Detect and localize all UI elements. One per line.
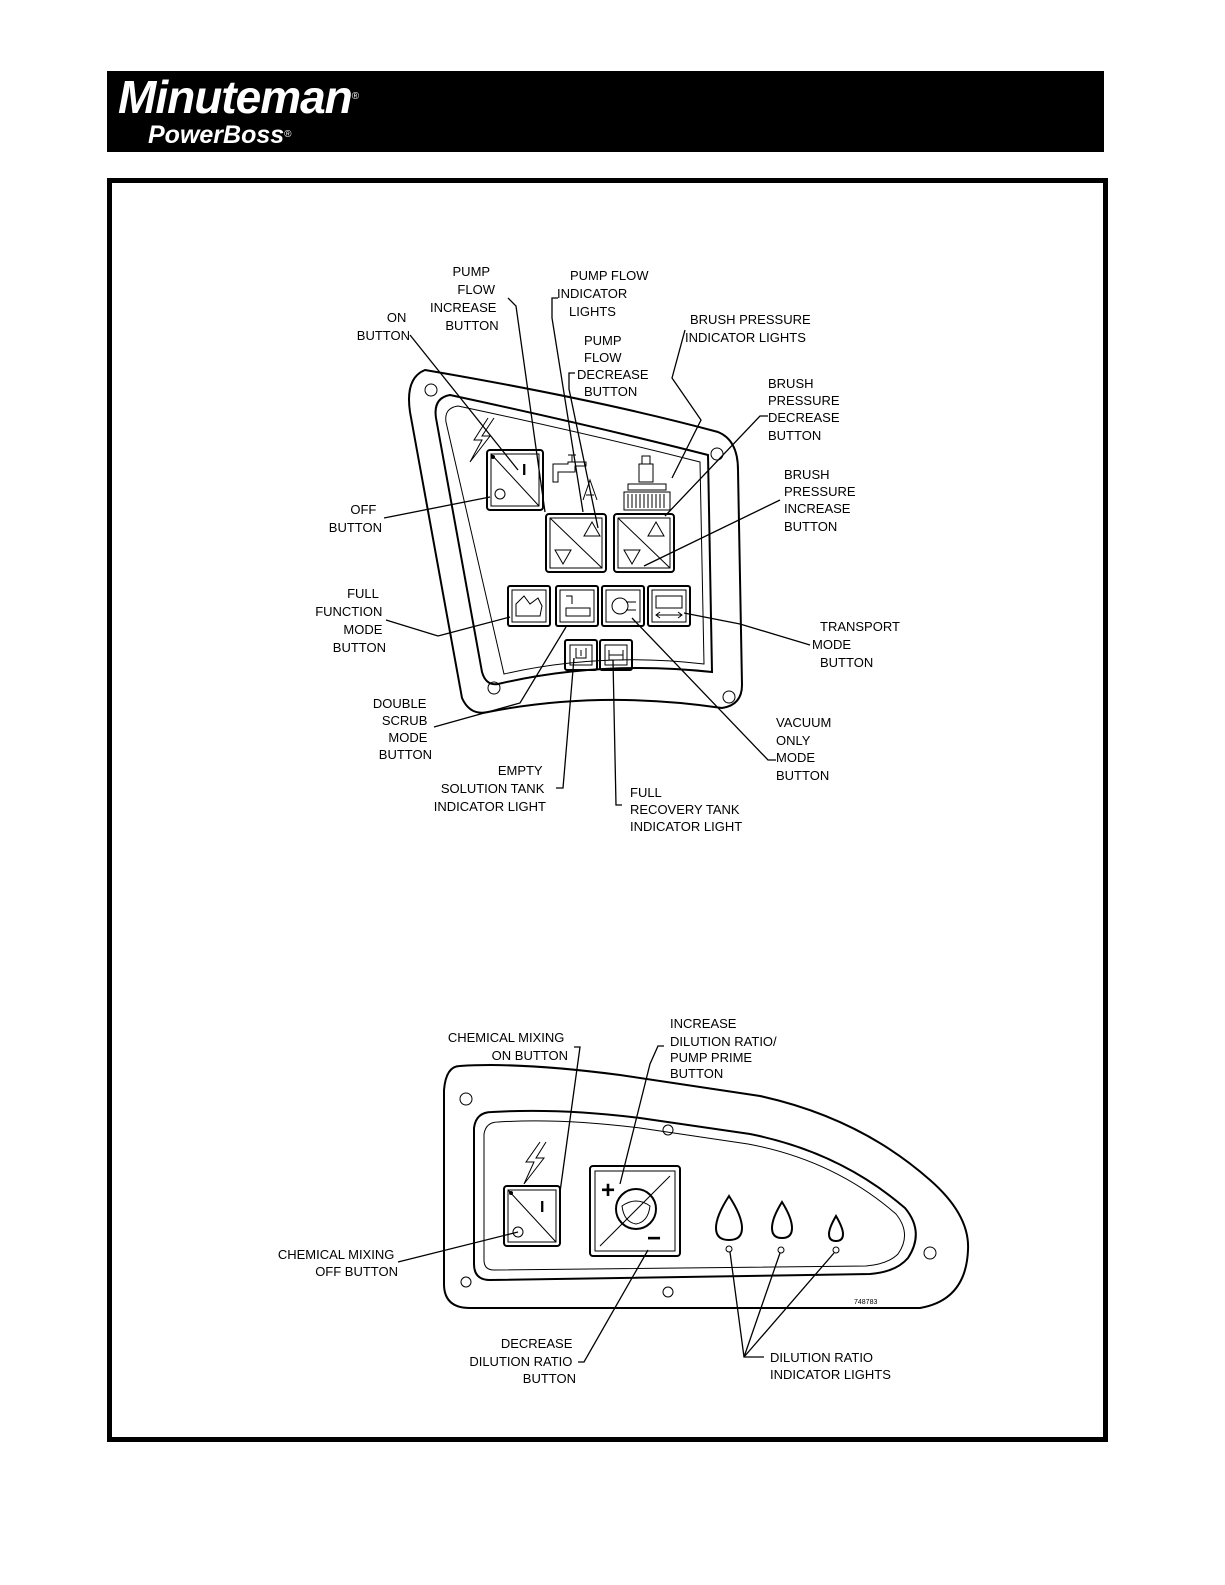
dilution-ratio-button[interactable]: + −	[589, 1165, 681, 1257]
diagram-frame	[107, 178, 1108, 1442]
label-dilution-lights: DILUTION RATIO INDICATOR LIGHTS	[770, 1350, 891, 1382]
label-pump-flow-decrease: PUMP FLOW DECREASE BUTTON	[577, 333, 652, 399]
brush-pressure-button[interactable]	[613, 513, 675, 573]
label-pump-flow-indicator: PUMP FLOW INDICATOR LIGHTS	[557, 268, 652, 319]
off-glyph-icon	[494, 488, 506, 500]
label-transport: TRANSPORT MODE BUTTON	[812, 619, 903, 670]
minus-glyph: −	[647, 1225, 661, 1252]
label-chem-on: CHEMICAL MIXING ON BUTTON	[448, 1030, 568, 1063]
header-bar	[107, 71, 1104, 152]
brand-reg: ®	[351, 91, 359, 102]
top-power-button[interactable]: I	[486, 449, 544, 511]
label-increase-dilution: INCREASE DILUTION RATIO/ PUMP PRIME BUTT…	[670, 1016, 780, 1081]
label-brush-pressure-increase: BRUSH PRESSURE INCREASE BUTTON	[784, 467, 859, 534]
power-lightning-icon	[469, 417, 495, 463]
part-number: 748783	[854, 1299, 877, 1306]
chemical-drop-icon	[615, 1188, 657, 1230]
up-arrow-icon	[583, 520, 601, 537]
label-pump-flow-increase: PUMP FLOW INCREASE BUTTON	[430, 264, 500, 333]
empty-solution-tank-light	[564, 639, 598, 671]
brand-sub: PowerBoss	[148, 121, 285, 149]
up-arrow-icon	[647, 520, 665, 537]
transport-mode-button[interactable]	[647, 585, 691, 627]
down-arrow-icon	[554, 549, 572, 566]
top-control-panel: I	[315, 264, 903, 834]
brand-logo: Minuteman® PowerBoss®	[118, 71, 359, 149]
dilution-light-medium	[770, 1200, 794, 1254]
brush-pressure-icon	[623, 455, 671, 511]
pump-flow-button[interactable]	[545, 513, 607, 573]
faucet-icon	[552, 454, 587, 483]
chem-power-led	[509, 1191, 513, 1195]
label-brush-pressure-decrease: BRUSH PRESSURE DECREASE BUTTON	[768, 376, 843, 443]
on-glyph: I	[522, 462, 526, 479]
full-recovery-tank-light	[599, 639, 633, 671]
dilution-light-high	[714, 1194, 744, 1253]
chem-off-glyph-icon	[512, 1226, 524, 1238]
chem-lightning-icon	[523, 1141, 547, 1185]
label-on-button: ON BUTTON	[357, 310, 410, 343]
label-decrease-dilution: DECREASE DILUTION RATIO BUTTON	[469, 1336, 576, 1386]
label-vacuum-only: VACUUM ONLY MODE BUTTON	[776, 715, 835, 783]
dilution-light-low	[827, 1214, 845, 1254]
label-full-recovery-tank: FULL RECOVERY TANK INDICATOR LIGHT	[630, 785, 743, 834]
chem-on-glyph: I	[540, 1199, 544, 1216]
label-brush-pressure-indicator: BRUSH PRESSURE INDICATOR LIGHTS	[685, 312, 814, 345]
vacuum-only-mode-button[interactable]	[601, 585, 645, 627]
bottom-chemical-panel: I + − 748783	[278, 1016, 970, 1386]
down-arrow-icon	[623, 549, 641, 566]
brand-sub-reg: ®	[284, 129, 292, 140]
power-indicator-led	[491, 455, 495, 459]
full-function-mode-button[interactable]	[507, 585, 551, 627]
label-full-function: FULL FUNCTION MODE BUTTON	[315, 586, 386, 655]
brand-name: Minuteman	[118, 71, 353, 123]
label-off-button: OFF BUTTON	[329, 502, 382, 535]
plus-glyph: +	[601, 1177, 615, 1204]
label-double-scrub: DOUBLE SCRUB MODE BUTTON	[373, 696, 432, 762]
label-chem-off: CHEMICAL MIXING OFF BUTTON	[278, 1247, 398, 1279]
double-scrub-mode-button[interactable]	[555, 585, 599, 627]
chemical-mixing-power-button[interactable]: I	[503, 1185, 561, 1247]
label-empty-solution-tank: EMPTY SOLUTION TANK INDICATOR LIGHT	[434, 763, 548, 814]
